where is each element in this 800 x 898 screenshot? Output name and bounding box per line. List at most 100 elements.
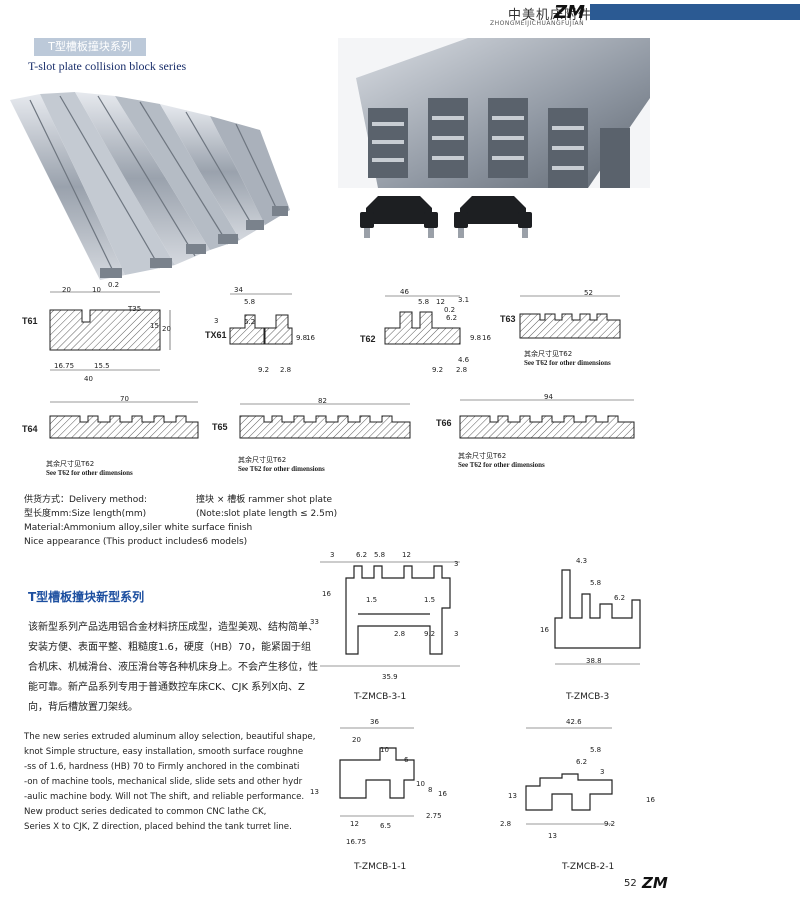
t62-dim-depth: 9.8 bbox=[470, 334, 482, 342]
section-title-en: T-slot plate collision block series bbox=[28, 59, 187, 73]
zmcb31-dim-upper: 16 bbox=[322, 590, 331, 598]
zmcb31-dim-inner: 9.2 bbox=[424, 630, 436, 638]
page-number: 52 bbox=[624, 878, 637, 889]
spec-length-note: (Note:slot plate length ≤ 2.5m) bbox=[196, 509, 338, 519]
t61-dim-gap: 0.2 bbox=[108, 281, 120, 289]
tx61-dim-height: 16 bbox=[306, 334, 315, 342]
model-drawings bbox=[320, 561, 641, 825]
company-name-en: ZHONGMEIJICHUANGFUJIAN bbox=[490, 20, 585, 27]
t63-dim-width: 52 bbox=[584, 289, 593, 297]
zmcb21-dim-width: 42.6 bbox=[566, 718, 582, 726]
en-line: -ss of 1.6, hardness (HB) 70 to Firmly a… bbox=[24, 762, 300, 772]
t62-dim-gap: 0.2 bbox=[444, 306, 456, 314]
t66-dim-width: 94 bbox=[544, 393, 553, 401]
t61-dim-inner: 15.5 bbox=[94, 362, 110, 370]
t66-note-cn: 其余尺寸见T62 bbox=[458, 452, 507, 460]
tx61-dim-bottom: 9.2 bbox=[258, 366, 270, 374]
zmcb21-dim-slot: 5.8 bbox=[590, 746, 602, 754]
footer-zm-logo: ZM bbox=[642, 874, 668, 892]
t66-note-en: See T62 for other dimensions bbox=[458, 461, 545, 469]
en-line: The new series extruded aluminum alloy s… bbox=[24, 732, 316, 742]
zmcb21-dim-total-height: 16 bbox=[646, 796, 655, 804]
aluminum-profiles-photo-right bbox=[338, 38, 650, 188]
t62-dim-foot: 2.8 bbox=[456, 366, 468, 374]
profile-label-t61: T61 bbox=[22, 316, 38, 326]
zmcb21-dim-slot2: 6.2 bbox=[576, 758, 588, 766]
zmcb11-dim-bottom: 16.75 bbox=[346, 838, 367, 846]
rammer-blocks-photo bbox=[360, 196, 532, 238]
t61-dim-offset: 16.75 bbox=[54, 362, 75, 370]
profile-label-tx61: TX61 bbox=[205, 330, 227, 340]
t61-dim-height: 20 bbox=[162, 325, 171, 333]
zm-logo: ZM bbox=[554, 2, 585, 23]
t62-dim-edge: 3.1 bbox=[458, 296, 470, 304]
profile-label-t62: T62 bbox=[360, 334, 376, 344]
tx61-dim-foot: 2.8 bbox=[280, 366, 292, 374]
tx61-dim-depth: 9.8 bbox=[296, 334, 308, 342]
t62-dim-pitch: 12 bbox=[436, 298, 445, 306]
t65-note-cn: 其余尺寸见T62 bbox=[238, 456, 287, 464]
t63-note-cn: 其余尺寸见T62 bbox=[524, 350, 573, 358]
tx61-dim-edge: 3 bbox=[214, 317, 219, 325]
zmcb11-dim-width: 36 bbox=[370, 718, 379, 726]
new-series-title: T型槽板撞块新型系列 bbox=[28, 590, 145, 604]
t61-dim-label: T35 bbox=[128, 305, 142, 313]
zmcb3-dim-width: 38.8 bbox=[586, 657, 602, 665]
t61-dim-slot: 10 bbox=[92, 286, 101, 294]
spec-length-label: 型长度mm:Size length(mm) bbox=[24, 509, 147, 519]
zmcb21-dim-inner: 9.2 bbox=[604, 820, 616, 828]
new-series-description-cn: 该新型系列产品选用铝合金材料挤压成型，造型美观、结构简单、安装方便、表面平整、粗… bbox=[28, 622, 318, 713]
t62-dim-bottom: 9.2 bbox=[432, 366, 444, 374]
company-name-cn: 中美机床附件 bbox=[508, 8, 593, 23]
zmcb21-dim-bottom: 13 bbox=[548, 832, 557, 840]
profile-drawings-row1 bbox=[49, 291, 621, 371]
profile-label-t66: T66 bbox=[436, 418, 452, 428]
zmcb11-dim-inner: 10 bbox=[416, 780, 425, 788]
zmcb11-dim-height: 13 bbox=[310, 788, 319, 796]
spec-delivery-label: 供货方式：Delivery method: bbox=[24, 495, 148, 505]
zmcb11-dim-step: 10 bbox=[380, 746, 389, 754]
profile-label-t65: T65 bbox=[212, 422, 228, 432]
t62-dim-slot: 5.8 bbox=[418, 298, 430, 306]
header-bar bbox=[590, 4, 800, 20]
zmcb31-dim-edge: 3 bbox=[330, 551, 335, 559]
t62-dim-height: 16 bbox=[482, 334, 491, 342]
profile-label-t63: T63 bbox=[500, 314, 516, 324]
en-line: -aulic machine body. Will not The shift,… bbox=[24, 792, 305, 802]
t62-dim-width: 46 bbox=[400, 288, 409, 296]
en-line: knot Simple structure, easy installation… bbox=[24, 747, 304, 757]
t64-note-cn: 其余尺寸见T62 bbox=[46, 460, 95, 468]
model-caption-zmcb-1-1: T-ZMCB-1-1 bbox=[354, 862, 407, 872]
zmcb31-dim-foot: 2.8 bbox=[394, 630, 406, 638]
spec-material: Material:Ammonium alloy,siler white surf… bbox=[24, 523, 253, 533]
zmcb31-dim-height: 33 bbox=[310, 618, 319, 626]
zmcb21-dim-foot: 2.8 bbox=[500, 820, 512, 828]
en-line: New product series dedicated to common C… bbox=[24, 807, 267, 817]
en-line: Series X to CJK, Z direction, placed beh… bbox=[24, 822, 292, 832]
zmcb21-dim-height: 13 bbox=[508, 792, 517, 800]
zmcb31-dim-wall: 1.5 bbox=[366, 596, 378, 604]
zmcb31-dim-total: 35.9 bbox=[382, 673, 398, 681]
t63-note-en: See T62 for other dimensions bbox=[524, 359, 611, 367]
tx61-dim-slot2: 6.2 bbox=[244, 318, 256, 326]
model-caption-zmcb-3: T-ZMCB-3 bbox=[566, 692, 610, 702]
t61-dim-total: 40 bbox=[84, 375, 93, 383]
zmcb21-dim-edge: 3 bbox=[600, 768, 605, 776]
zmcb11-dim-foot: 6.5 bbox=[380, 822, 392, 830]
zmcb31-dim-slot2: 5.8 bbox=[374, 551, 386, 559]
en-line: -on of machine tools, mechanical slide, … bbox=[24, 777, 303, 787]
section-tag: T型槽板撞块系列 bbox=[34, 38, 146, 56]
zmcb3-dim-edge: 4.3 bbox=[576, 557, 588, 565]
zmcb31-dim-wall2: 1.5 bbox=[424, 596, 436, 604]
t64-dim-width: 70 bbox=[120, 395, 129, 403]
zmcb31-dim-lip: 3 bbox=[454, 630, 459, 638]
t61-dim-height-inner: 15 bbox=[150, 322, 159, 330]
zmcb11-dim-lip: 6 bbox=[404, 756, 409, 764]
new-series-description-en: The new series extruded aluminum alloy s… bbox=[24, 730, 320, 835]
aluminum-profiles-photo-left bbox=[10, 92, 290, 280]
model-caption-zmcb-2-1: T-ZMCB-2-1 bbox=[562, 862, 615, 872]
zmcb3-dim-height: 16 bbox=[540, 626, 549, 634]
zmcb11-dim-top: 20 bbox=[352, 736, 361, 744]
spec-appearance: Nice appearance (This product includes6 … bbox=[24, 537, 248, 547]
zmcb11-dim-slot: 12 bbox=[350, 820, 359, 828]
